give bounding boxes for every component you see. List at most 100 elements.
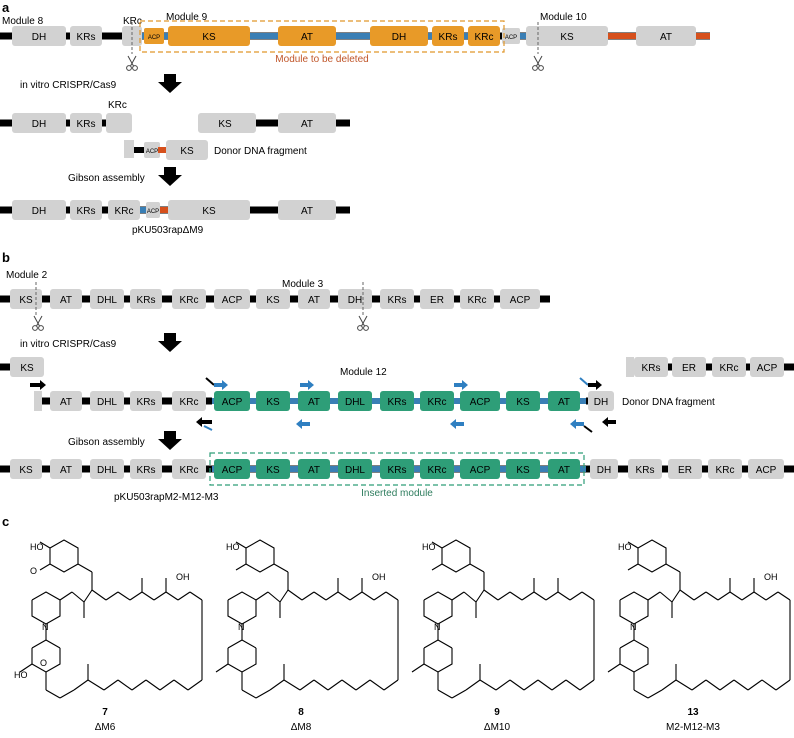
svg-text:ACP: ACP	[146, 149, 158, 155]
svg-text:AT: AT	[308, 295, 320, 306]
module10-label: Module 10	[540, 12, 587, 23]
svg-text:KRs: KRs	[388, 397, 407, 408]
row-a3-product: DH KRs KRc ACP KS AT	[0, 200, 350, 220]
scissors-icon	[32, 315, 44, 331]
svg-text:DH: DH	[32, 206, 46, 217]
svg-text:DH: DH	[597, 465, 611, 476]
module3-label: Module 3	[282, 279, 324, 290]
svg-text:KRc: KRc	[180, 465, 199, 476]
svg-text:KRc: KRc	[475, 32, 494, 43]
svg-text:KRs: KRs	[77, 119, 96, 130]
scissors-icon	[126, 55, 138, 71]
compound-name: ΔM8	[291, 722, 312, 733]
svg-text:HO: HO	[618, 542, 632, 552]
svg-text:KRs: KRs	[636, 465, 655, 476]
svg-text:KRs: KRs	[137, 295, 156, 306]
svg-text:AT: AT	[660, 32, 672, 43]
svg-text:KS: KS	[266, 397, 280, 408]
row-b1-construct: KS AT DHL KRs KRc ACP KS AT DH KRs ER KR…	[0, 282, 550, 331]
svg-text:KRc: KRc	[720, 363, 739, 374]
svg-text:KRc: KRc	[716, 465, 735, 476]
row-a1-construct: Module 8 KRc DH KRs ACP KS AT DH KRs KRc…	[0, 12, 710, 71]
deleted-module-box	[139, 20, 505, 53]
primer-arrow-icon	[588, 380, 602, 390]
delete-note: Module to be deleted	[275, 54, 368, 65]
svg-text:KRc: KRc	[115, 206, 134, 217]
domain-krc-partial	[122, 26, 142, 46]
svg-text:AT: AT	[60, 465, 72, 476]
svg-text:N: N	[434, 622, 441, 632]
panel-b-label: b	[2, 250, 10, 265]
row-b3-donor: AT DHL KRs KRc ACP KS AT DHL KRs KRc	[30, 377, 715, 433]
donor-label-b: Donor DNA fragment	[622, 397, 715, 408]
svg-text:DHL: DHL	[345, 397, 365, 408]
svg-text:DH: DH	[594, 397, 608, 408]
svg-text:KRs: KRs	[388, 465, 407, 476]
row-a2-cut: DH KRs KRc KS AT	[0, 100, 350, 133]
svg-text:ACP: ACP	[222, 397, 243, 408]
svg-text:KS: KS	[516, 397, 530, 408]
primer-arrow-icon	[196, 417, 212, 427]
svg-text:KRs: KRs	[642, 363, 661, 374]
donor-label-a: Donor DNA fragment	[214, 146, 307, 157]
donor-fragment-a: ACP KS Donor DNA fragment	[124, 140, 307, 160]
svg-text:AT: AT	[60, 295, 72, 306]
svg-text:ACP: ACP	[510, 295, 531, 306]
down-arrow-icon	[158, 431, 182, 450]
svg-text:ACP: ACP	[505, 35, 517, 41]
compound-labels: 7 ΔM6 8 ΔM8 9 ΔM10 13 M2-M12-M3	[95, 707, 721, 733]
inserted-domains-donor: ACP KS AT DHL KRs KRc ACP KS AT	[214, 391, 580, 411]
svg-text:ACP: ACP	[147, 209, 159, 215]
compound-name: ΔM10	[484, 722, 511, 733]
svg-text:AT: AT	[301, 32, 313, 43]
svg-text:HO: HO	[226, 542, 240, 552]
compound-name: M2-M12-M3	[666, 722, 720, 733]
crispr-step-b: in vitro CRISPR/Cas9	[20, 339, 117, 350]
domain-ks-m10	[526, 26, 608, 46]
compound-number: 9	[494, 707, 500, 718]
primer-arrow-icon	[450, 419, 464, 429]
crispr-step-a: in vitro CRISPR/Cas9	[20, 80, 117, 91]
svg-text:OH: OH	[372, 572, 386, 582]
inserted-label: Inserted module	[361, 488, 433, 499]
svg-text:ACP: ACP	[756, 465, 777, 476]
panel-b: b Module 2 Module 3 KS AT DHL KRs KRc AC…	[0, 250, 794, 503]
domain-dh	[12, 26, 66, 46]
svg-text:KS: KS	[19, 465, 33, 476]
svg-text:ER: ER	[678, 465, 692, 476]
svg-text:HO: HO	[30, 542, 44, 552]
domain-acp-m10	[502, 28, 520, 44]
scissors-icon	[357, 315, 369, 331]
svg-text:DHL: DHL	[97, 295, 117, 306]
plasmid-b: pKU503rapM2-M12-M3	[114, 492, 219, 503]
svg-text:KS: KS	[19, 295, 33, 306]
svg-text:KS: KS	[202, 206, 216, 217]
svg-text:KS: KS	[202, 32, 216, 43]
module2-label: Module 2	[6, 270, 48, 281]
svg-text:KS: KS	[560, 32, 574, 43]
molecule-7	[19, 539, 203, 699]
domain-acp-m9	[144, 28, 164, 44]
domain-dh-m9	[370, 26, 428, 46]
svg-text:DH: DH	[392, 32, 406, 43]
svg-text:ACP: ACP	[470, 397, 491, 408]
plasmid-a: pKU503rapΔM9	[132, 225, 204, 236]
svg-text:OH: OH	[176, 572, 190, 582]
svg-text:KRs: KRs	[77, 32, 96, 43]
svg-text:ACP: ACP	[222, 295, 243, 306]
svg-text:KS: KS	[516, 465, 530, 476]
svg-text:AT: AT	[308, 397, 320, 408]
svg-text:ER: ER	[682, 363, 696, 374]
gibson-step-b: Gibson assembly	[68, 437, 145, 448]
svg-text:KS: KS	[266, 295, 280, 306]
svg-text:ER: ER	[430, 295, 444, 306]
svg-text:O: O	[30, 566, 37, 576]
svg-text:KS: KS	[266, 465, 280, 476]
svg-text:AT: AT	[308, 465, 320, 476]
svg-text:KRc: KRc	[180, 295, 199, 306]
domain-at-m9	[278, 26, 336, 46]
svg-text:O: O	[40, 658, 47, 668]
svg-text:AT: AT	[60, 397, 72, 408]
down-arrow-icon	[158, 167, 182, 186]
svg-text:AT: AT	[301, 206, 313, 217]
